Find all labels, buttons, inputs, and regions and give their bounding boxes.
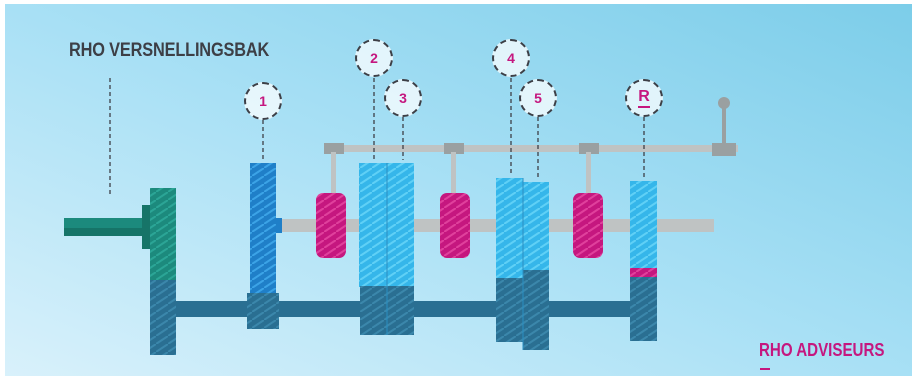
gear-1-main: [250, 163, 276, 293]
input-gear: [150, 188, 176, 280]
selector-fork-1: [324, 143, 344, 154]
fork-stem-2: [451, 152, 456, 196]
gear-label-2-text: 2: [370, 50, 378, 66]
leader-lines: [109, 78, 645, 197]
gear-r-idler: [630, 268, 657, 277]
gear-4-counter: [496, 278, 523, 342]
gear-1-counter: [247, 293, 279, 329]
gear-3-counter: [388, 286, 414, 335]
gear-label-1-text: 1: [259, 93, 267, 109]
shift-lever-stick: [722, 104, 726, 144]
brand-underline: [760, 368, 770, 370]
gear-label-5-text: 5: [534, 90, 542, 106]
gear-label-3: 3: [384, 79, 422, 117]
gear-5-main: [523, 182, 549, 270]
selector-fork-2: [444, 143, 464, 154]
gear-4-main: [496, 178, 523, 278]
gear-r-counter: [630, 277, 657, 341]
gear-label-4: 4: [492, 39, 530, 77]
gear-label-5: 5: [519, 79, 557, 117]
selector-rod: [326, 145, 738, 152]
input-countergear: [150, 280, 176, 355]
gear-label-1: 1: [244, 82, 282, 120]
collar-1: [316, 193, 346, 258]
gear-2-counter: [360, 286, 388, 335]
gear-label-4-text: 4: [507, 50, 515, 66]
collar-2: [440, 193, 470, 258]
shift-lever-knob: [718, 97, 730, 109]
gear-r-main: [630, 181, 657, 268]
gear-2-main: [359, 163, 387, 287]
diagram-title: RHO VERSNELLINGSBAK: [69, 40, 270, 61]
gear-label-2: 2: [355, 39, 393, 77]
gear-5-counter: [523, 270, 549, 350]
fork-stem-1: [331, 152, 336, 194]
gear-3-main: [387, 163, 414, 287]
input-shaft-shade: [64, 228, 152, 236]
selector-fork-3: [579, 143, 599, 154]
fork-stem-3: [586, 152, 591, 196]
gear-label-r: R: [625, 79, 663, 117]
selector-fork-4: [712, 143, 736, 156]
gear-label-3-text: 3: [399, 90, 407, 106]
brand-logo: RHO ADVISEURS: [759, 340, 885, 360]
white-border-bottom: [0, 376, 917, 383]
gear-label-r-text: R: [638, 88, 650, 108]
input-gear-hub: [142, 205, 152, 249]
collar-3: [573, 193, 603, 258]
gear-1-hub: [276, 218, 282, 233]
